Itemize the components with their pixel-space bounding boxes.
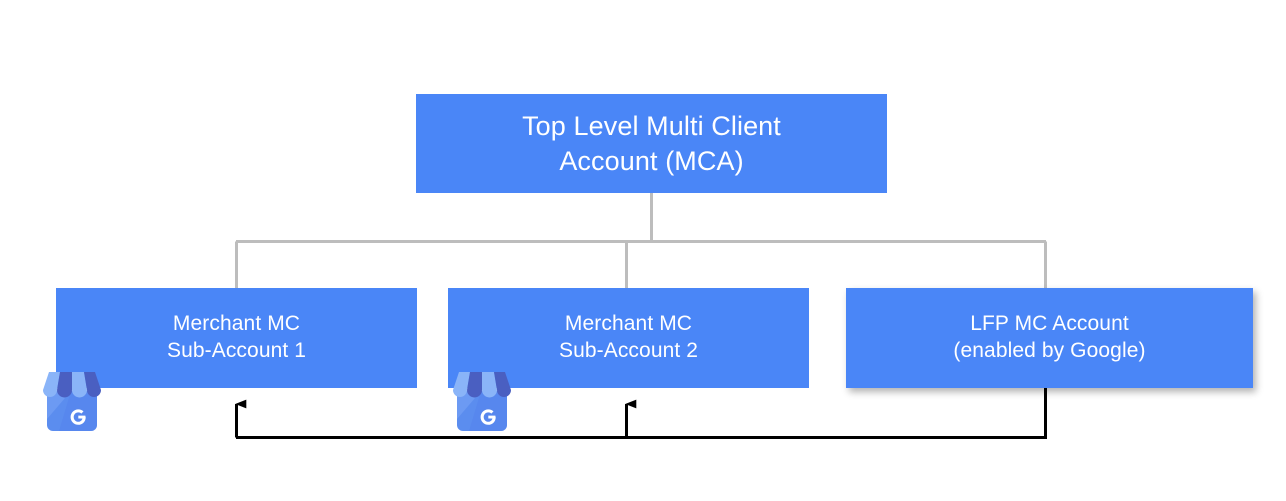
node-merchant-mc-sub-account-1-line-2: Sub-Account 1 bbox=[166, 339, 307, 362]
gmb-letter-g bbox=[480, 409, 496, 425]
node-lfp-mc-account[interactable]: LFP MC Account (enabled by Google) bbox=[846, 288, 1253, 388]
gmb-letter-g bbox=[70, 409, 86, 425]
node-merchant-mc-sub-account-2-line-2: Sub-Account 2 bbox=[558, 339, 699, 362]
node-top-level-mca-line-1: Top Level Multi Client bbox=[522, 110, 781, 141]
google-my-business-icon bbox=[43, 372, 101, 431]
node-lfp-mc-account-line-1: LFP MC Account bbox=[970, 312, 1129, 336]
google-my-business-icon bbox=[453, 372, 511, 431]
node-merchant-mc-sub-account-2[interactable]: Merchant MC Sub-Account 2 bbox=[448, 288, 809, 388]
node-merchant-mc-sub-account-1-line-1: Merchant MC bbox=[172, 312, 301, 336]
node-merchant-mc-sub-account-1[interactable]: Merchant MC Sub-Account 1 bbox=[56, 288, 417, 388]
node-top-level-mca-line-2: Account (MCA) bbox=[559, 145, 744, 176]
node-merchant-mc-sub-account-2-line-1: Merchant MC bbox=[564, 312, 693, 336]
node-top-level-mca[interactable]: Top Level Multi Client Account (MCA) bbox=[416, 94, 887, 193]
node-lfp-mc-account-line-2: (enabled by Google) bbox=[953, 339, 1146, 362]
